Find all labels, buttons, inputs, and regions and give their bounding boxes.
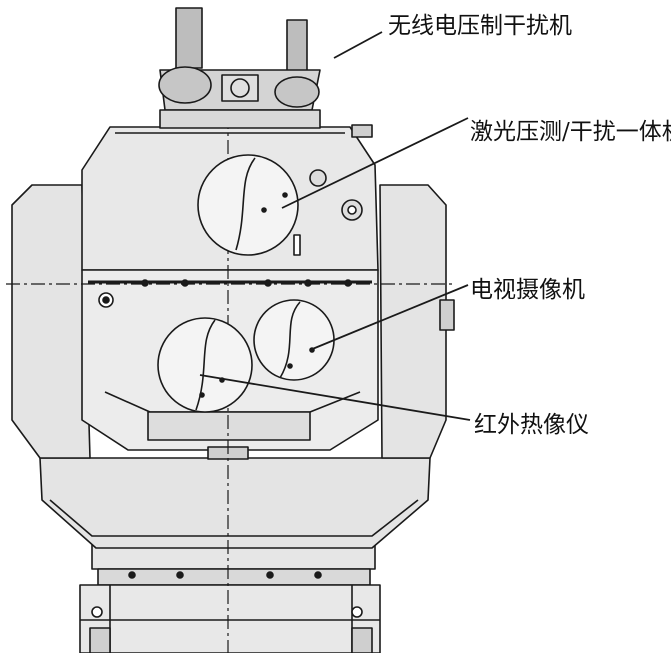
jammer-antenna-unit xyxy=(158,7,321,129)
label-laser: 激光压测/干扰一体机 xyxy=(470,119,671,145)
leader-laser xyxy=(281,117,469,209)
base-pedestal xyxy=(79,544,381,653)
thermal-imager-lens xyxy=(157,317,253,413)
laser-lens xyxy=(197,154,363,256)
leader-tv-camera xyxy=(309,284,469,351)
leader-thermal xyxy=(199,374,471,421)
label-tv-camera: 电视摄像机 xyxy=(470,277,585,303)
label-thermal: 红外热像仪 xyxy=(474,412,589,438)
leader-jammer xyxy=(333,31,383,59)
label-jammer: 无线电压制干扰机 xyxy=(388,13,572,39)
tv-camera-lens xyxy=(253,299,335,381)
leader-lines xyxy=(199,31,471,421)
